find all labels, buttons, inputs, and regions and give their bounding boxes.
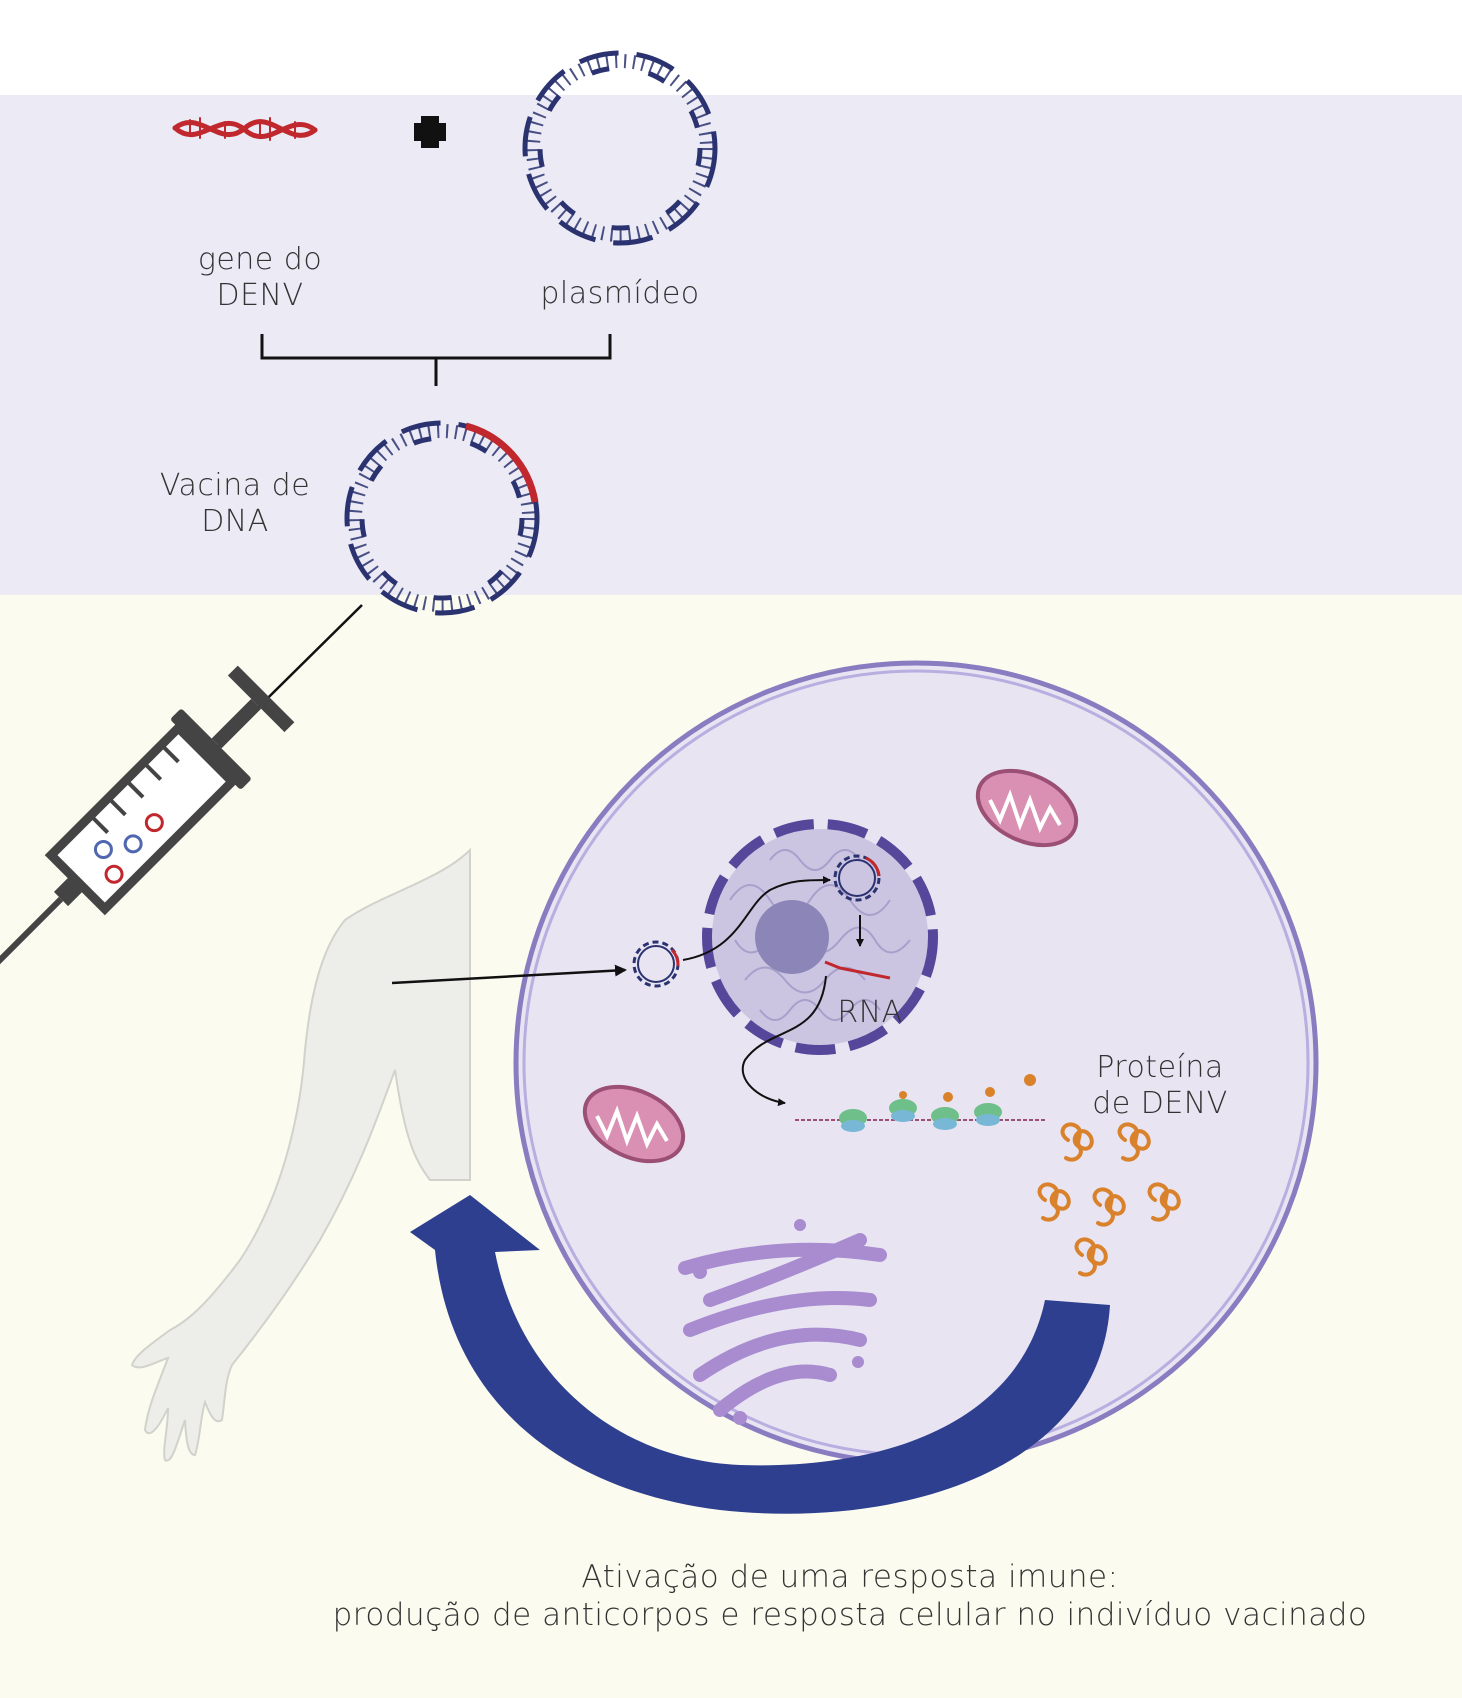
rna-label: RNA (837, 995, 903, 1030)
gene-label-line2: DENV (216, 278, 304, 313)
arrow-to-cell (391, 964, 627, 985)
arm-icon (130, 847, 471, 1462)
plasmid-icon (522, 50, 718, 246)
vaccine-label-line1: Vacina de (159, 468, 311, 503)
plasmid-icon (833, 854, 881, 902)
protein-label-line1: Proteína (1096, 1050, 1224, 1085)
caption-line1: Ativação de uma resposta imune: (581, 1559, 1119, 1595)
mitochondrion-icon (582, 1084, 686, 1164)
ribosome-icon (795, 1074, 1045, 1132)
plasmid-construction-panel (0, 95, 1462, 595)
plus-icon (414, 116, 446, 148)
golgi-icon (678, 1219, 887, 1425)
rna-strand (824, 960, 891, 980)
nucleolus (755, 900, 829, 974)
plasmid-icon (632, 940, 680, 988)
dna-strand-icon (172, 117, 318, 141)
caption: Ativação de uma resposta imune: produção… (300, 1558, 1400, 1634)
plasmid-label: plasmídeo (540, 276, 700, 311)
arrow-into-nucleus (682, 876, 831, 961)
gene-label: gene do DENV (180, 242, 340, 314)
vaccine-label-line2: DNA (201, 504, 269, 539)
protein-icon (1037, 1122, 1181, 1277)
vaccine-label: Vacina de DNA (140, 468, 330, 540)
vaccine-plasmid-icon (344, 420, 540, 616)
arrow-to-ribosome (741, 975, 827, 1107)
gene-label-line1: gene do (197, 242, 323, 277)
protein-label-line2: de DENV (1092, 1086, 1228, 1121)
mitochondrion-icon (975, 768, 1079, 848)
syringe-icon (0, 665, 295, 972)
caption-line2: produção de anticorpos e resposta celula… (332, 1597, 1368, 1633)
protein-label: Proteína de DENV (1070, 1050, 1250, 1122)
curved-arrow-icon (410, 1195, 1110, 1514)
combine-bracket (260, 334, 612, 386)
